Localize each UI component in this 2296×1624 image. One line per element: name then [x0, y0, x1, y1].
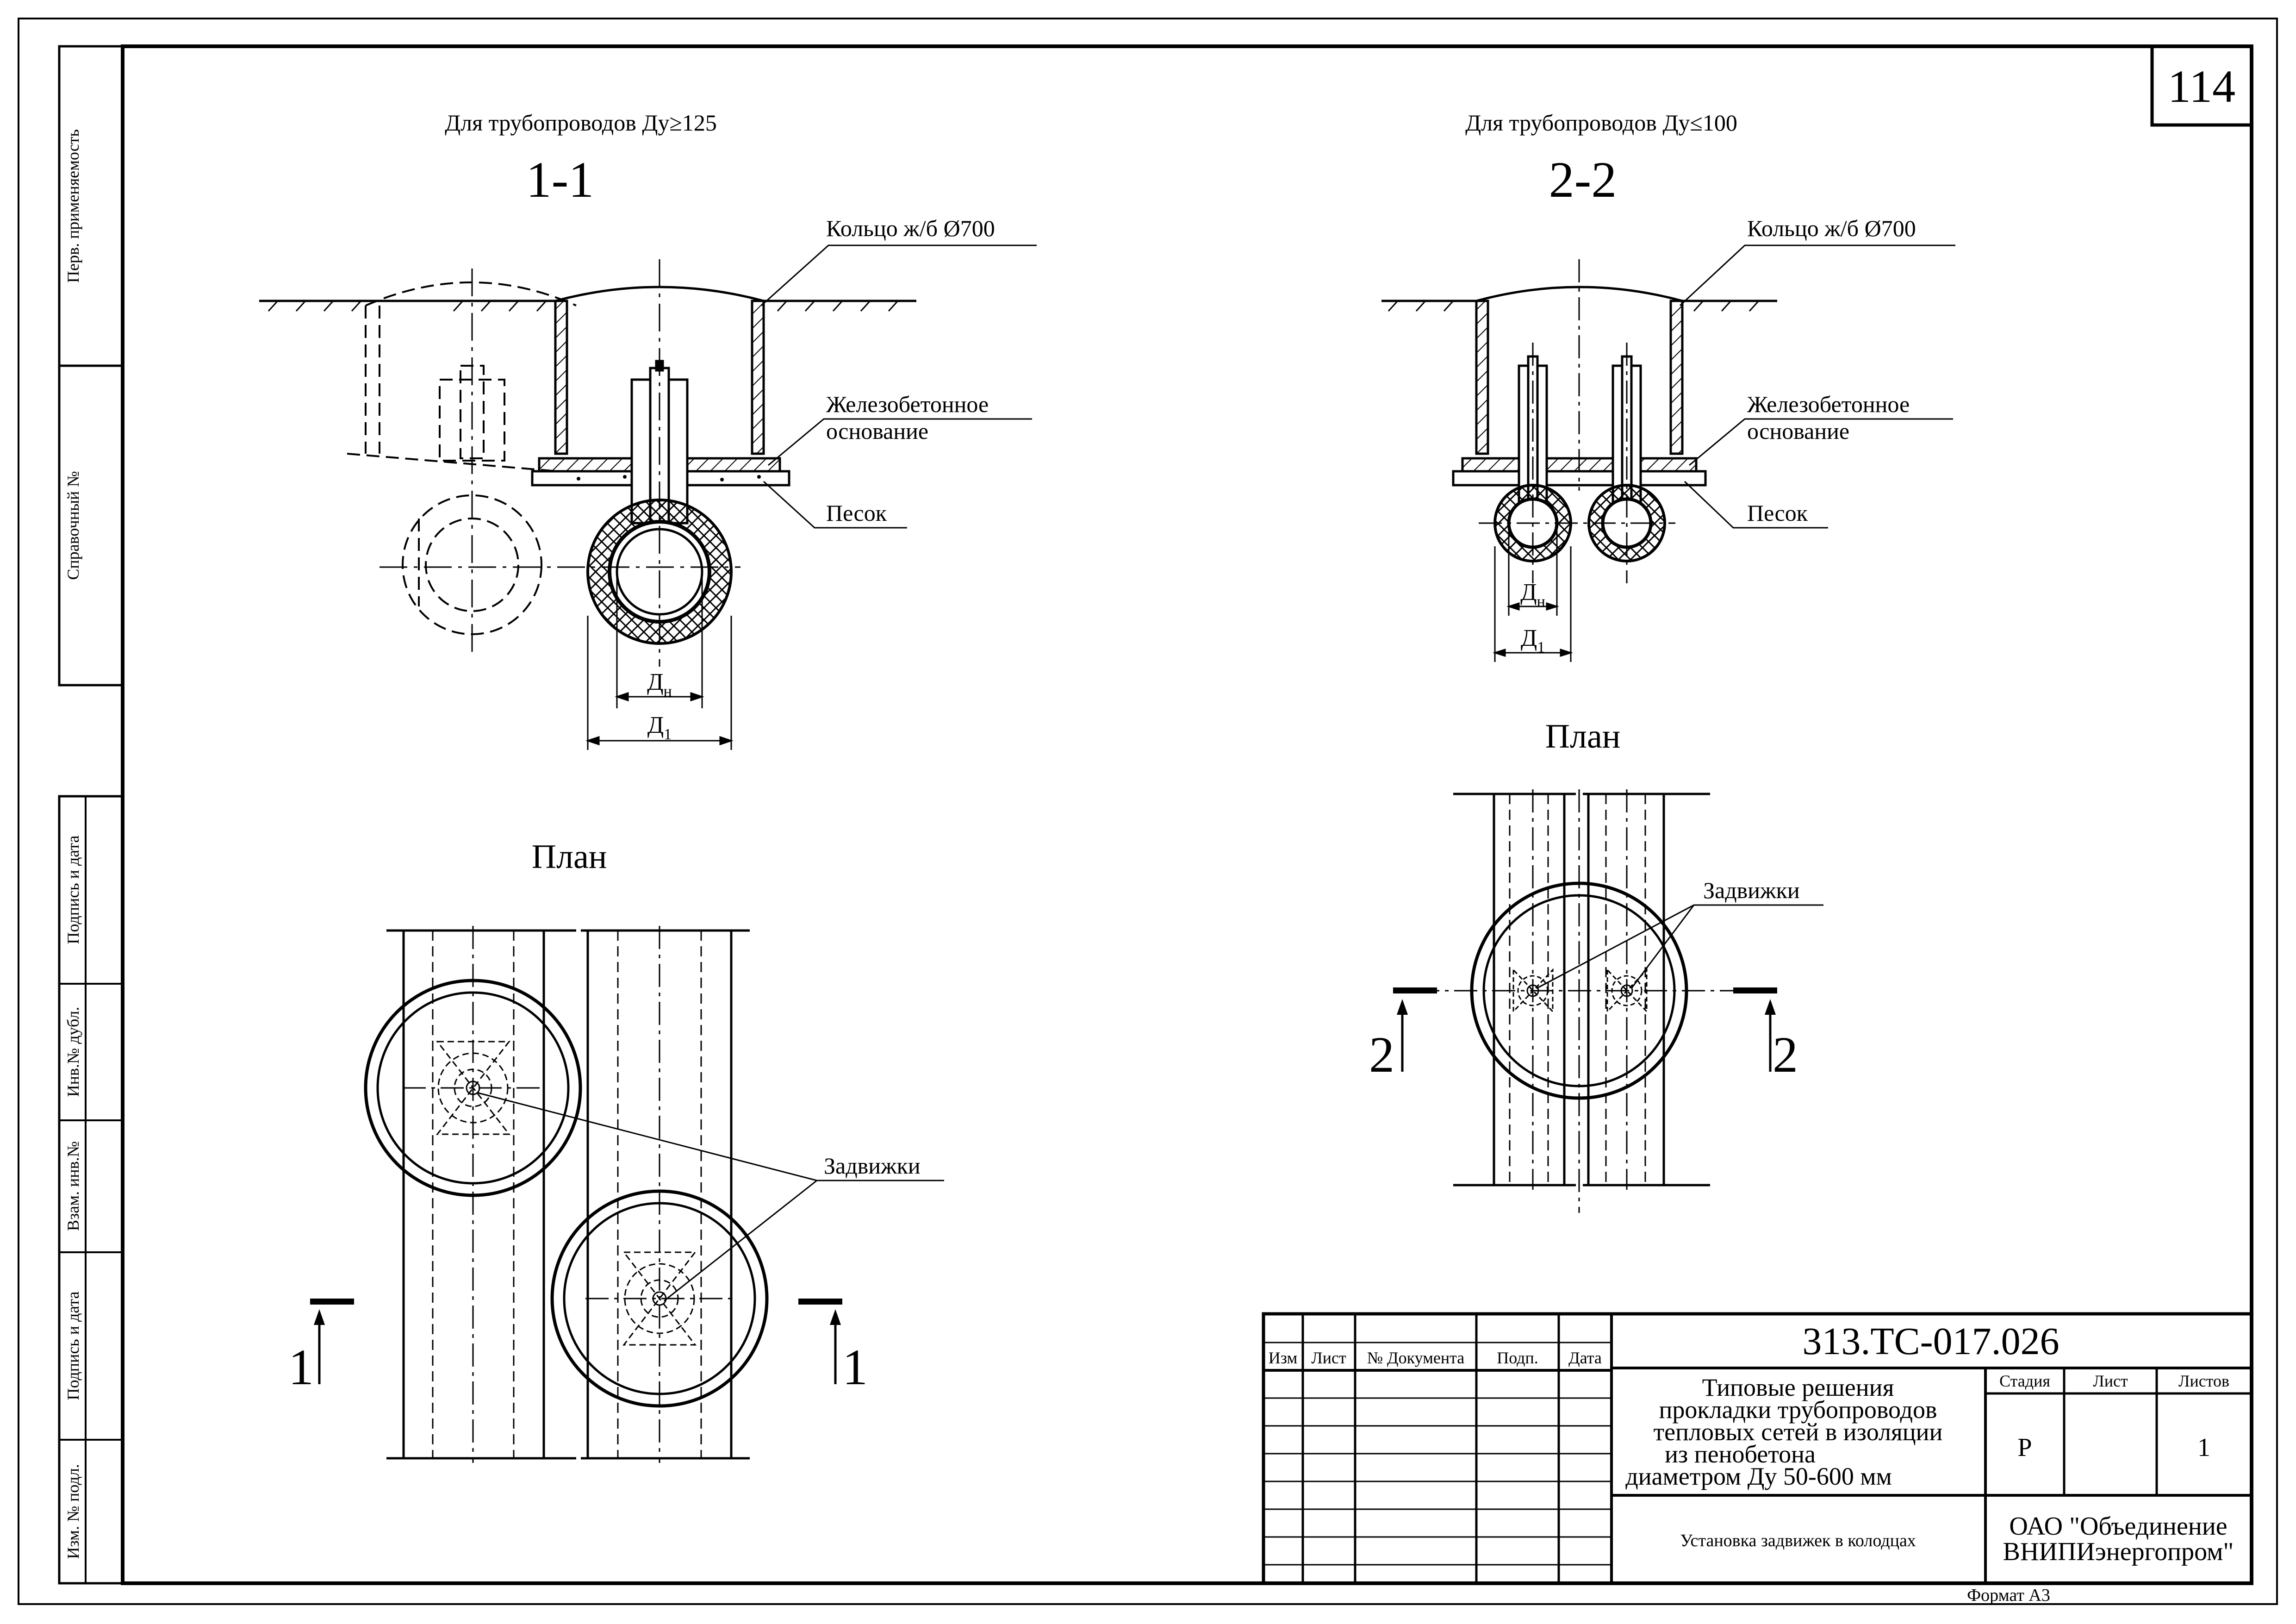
- dim-dn-label-1: Дн: [647, 669, 672, 700]
- valve-symbol-2a: [1512, 968, 1554, 1013]
- base-label-2b: основание: [1747, 418, 1849, 444]
- ring-label-2: Кольцо ж/б Ø700: [1747, 215, 1916, 241]
- cut-2-left-label: 2: [1369, 1026, 1394, 1083]
- plan-1-hidden: [432, 931, 702, 1458]
- cut-mark-1-left: 1: [288, 1299, 354, 1395]
- title-line-4: из пенобетона: [1665, 1440, 1816, 1468]
- title-line-5: диаметром Ду 50-600 мм: [1625, 1462, 1892, 1490]
- section-2-2: Для трубопроводов Ду≤100 2-2: [1381, 110, 1955, 662]
- drawing-code: 313.ТС-017.026: [1802, 1320, 2059, 1363]
- plan-1-valves-label: Задвижки: [824, 1153, 921, 1179]
- format-label: Формат А3: [1967, 1586, 2050, 1605]
- leaders-2: [1679, 244, 1955, 529]
- left-strip: Перв. применяемость Справочный № Подпись…: [58, 45, 124, 1585]
- hdr-document: № Документа: [1367, 1349, 1465, 1367]
- section-2-title: 2-2: [1549, 151, 1617, 208]
- plan-2: План: [1369, 718, 1823, 1213]
- ground-line-1: [259, 300, 916, 312]
- chamber-ring-1: [554, 286, 765, 455]
- org-line-2: ВНИПИэнергопром": [2003, 1537, 2234, 1566]
- leaders-1: [760, 244, 1037, 529]
- cut-mark-1-right: 1: [798, 1299, 868, 1395]
- plan-1: План: [288, 838, 944, 1463]
- ring-label-1: Кольцо ж/б Ø700: [826, 215, 995, 241]
- plan-1-valve-leaders: [476, 1092, 944, 1302]
- well-2: [1470, 881, 1688, 1100]
- well-1a-inner: [376, 991, 570, 1185]
- title-line-1: Типовые решения: [1702, 1374, 1894, 1401]
- section-1-title: 1-1: [526, 151, 594, 208]
- plan-2-title: План: [1545, 718, 1621, 756]
- strip-label-dup-inv: Инв.№ дубл.: [64, 1007, 82, 1097]
- valve-symbol-2b: [1606, 968, 1648, 1013]
- well-2-inner: [1482, 894, 1676, 1087]
- hdr-sheet: Лист: [1311, 1349, 1346, 1367]
- base-label-1b: основание: [826, 418, 928, 444]
- dimension-dn-2: [1493, 528, 1573, 662]
- ground-line-2: [1381, 300, 1777, 312]
- plan-1-title: План: [532, 838, 607, 876]
- sheet-header: Лист: [2093, 1372, 2128, 1390]
- plan-2-pipes: [1453, 793, 1710, 1187]
- axes-2: [1479, 259, 1675, 583]
- sheet-number-box: 114: [2150, 44, 2253, 127]
- strip-label-sign-date-2: Подпись и дата: [64, 1291, 82, 1400]
- dim-d1-label-1: Д1: [647, 712, 672, 743]
- title-line-2: прокладки трубопроводов: [1659, 1396, 1937, 1424]
- plan-2-valve-leaders: [1536, 904, 1823, 989]
- well-1a: [364, 979, 582, 1197]
- title-line-3: тепловых сетей в изоляции: [1654, 1418, 1943, 1446]
- base-label-2a: Железобетонное: [1747, 391, 1910, 417]
- section-1-1: Для трубопроводов Ду≥125 1-1: [259, 110, 1037, 750]
- dim-dn-label-2: Дн: [1520, 579, 1545, 610]
- section-1-note: Для трубопроводов Ду≥125: [445, 110, 717, 136]
- cut-1-left-label: 1: [288, 1339, 314, 1395]
- cut-1-right-label: 1: [842, 1339, 868, 1395]
- hdr-change: Изм: [1269, 1349, 1298, 1367]
- base-label-1a: Железобетонное: [826, 391, 989, 417]
- chamber-ring-2: [1475, 286, 1684, 455]
- sand-label-2: Песок: [1747, 500, 1808, 526]
- dim-d1-label-2: Д1: [1521, 625, 1545, 656]
- strip-label-replace-inv: Взам. инв.№: [64, 1141, 82, 1231]
- sand-label-1: Песок: [826, 500, 887, 526]
- strip-label-first-use: Перв. применяемость: [64, 129, 82, 283]
- sheets-header: Листов: [2178, 1372, 2229, 1390]
- strip-label-orig-inv: Изм. № подл.: [64, 1464, 82, 1559]
- outer-frame: [18, 18, 2278, 1605]
- plan-2-valves-label: Задвижки: [1703, 877, 1800, 903]
- plan-1-pipes: [386, 929, 750, 1460]
- plan-2-hidden: [1509, 794, 1646, 1185]
- dimension-dn-1: [585, 574, 734, 750]
- plan-2-axes: [1416, 789, 1745, 1213]
- cut-mark-2-right: 2: [1733, 987, 1798, 1083]
- sheet-number: 114: [2168, 61, 2235, 112]
- hdr-date: Дата: [1568, 1349, 1602, 1367]
- valve-symbol-1a: [436, 1041, 511, 1135]
- cut-mark-2-left: 2: [1369, 987, 1437, 1083]
- cut-2-right-label: 2: [1773, 1026, 1798, 1083]
- strip-label-reference: Справочный №: [64, 471, 82, 580]
- stage-header: Стадия: [1999, 1372, 2050, 1390]
- section-2-note: Для трубопроводов Ду≤100: [1465, 110, 1737, 136]
- well-1b-inner: [563, 1202, 756, 1395]
- title-block: 313.ТС-017.026 Изм Лист № Документа Подп…: [1262, 1312, 2253, 1585]
- well-1b: [550, 1189, 769, 1408]
- strip-label-sign-date-1: Подпись и дата: [64, 835, 82, 944]
- sheets-value: 1: [2197, 1433, 2210, 1462]
- hdr-sign: Подп.: [1497, 1349, 1538, 1367]
- subtitle: Установка задвижек в колодцах: [1680, 1531, 1916, 1550]
- org-line-1: ОАО "Объединение: [2009, 1512, 2227, 1541]
- stage-value: Р: [2017, 1433, 2032, 1462]
